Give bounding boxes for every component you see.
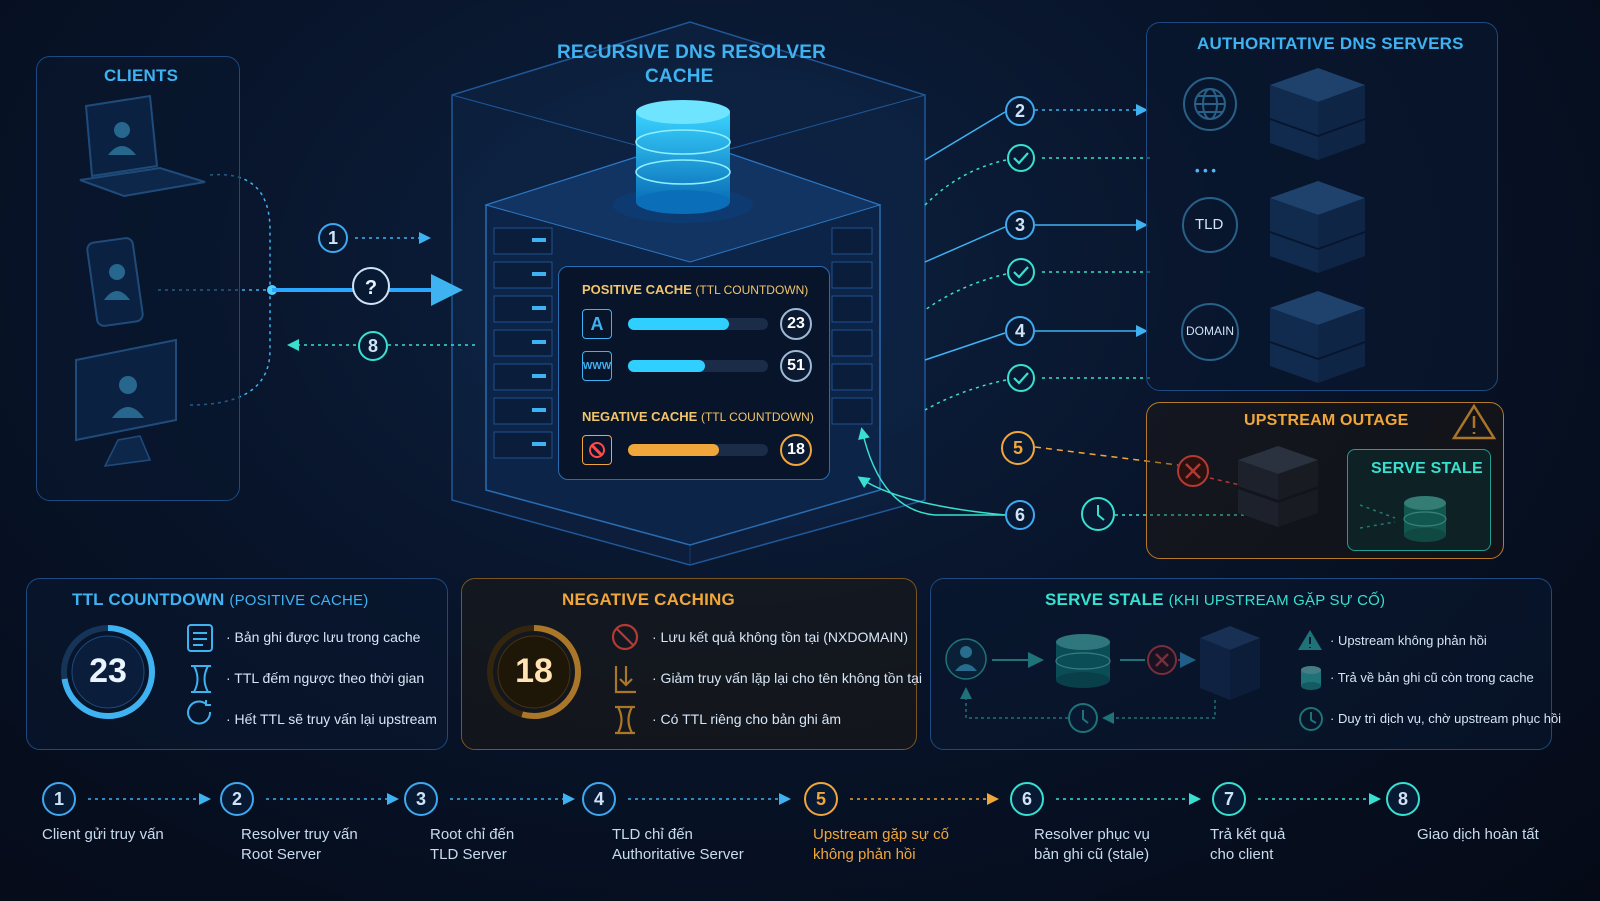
negative-caching-title: NEGATIVE CACHING — [562, 590, 735, 609]
flow-step-6: 6 — [1005, 500, 1035, 530]
timeline-label-1: Client gửi truy vấn — [42, 826, 164, 843]
clients-panel — [36, 56, 240, 501]
ttl-item-1: · Bản ghi được lưu trong cache — [226, 629, 421, 645]
flow-step-3: 3 — [1005, 210, 1035, 240]
negative-caching-panel — [461, 578, 917, 750]
timeline-label-8: Giao dịch hoàn tất — [1417, 826, 1539, 843]
clients-title: CLIENTS — [104, 66, 179, 85]
ttl-bar-www-fill — [628, 360, 705, 372]
negative-cache-title: NEGATIVE CACHE (TTL COUNTDOWN) — [582, 409, 814, 424]
svg-text:?: ? — [365, 277, 377, 299]
resolver-title-line2: CACHE — [645, 66, 714, 87]
timeline-step-7: 7 — [1212, 782, 1246, 816]
ttl-bar-www — [628, 360, 768, 372]
ellipsis: • • • — [1195, 163, 1216, 178]
authoritative-title: AUTHORITATIVE DNS SERVERS — [1197, 34, 1464, 53]
stale-item-3: · Duy trì dịch vụ, chờ upstream phục hồi — [1330, 711, 1562, 726]
www-record-icon: WWW — [582, 351, 612, 381]
a-record-icon: A — [582, 309, 612, 339]
ttl-countdown-value: 23 — [89, 652, 127, 690]
ttl-bar-a-fill — [628, 318, 729, 330]
ttl-bar-a — [628, 318, 768, 330]
neg-item-2: · Giảm truy vấn lặp lại cho tên không tồ… — [652, 670, 923, 686]
flow-step-1: 1 — [318, 223, 348, 253]
timeline-step-6: 6 — [1010, 782, 1044, 816]
timeline-step-8: 8 — [1386, 782, 1420, 816]
timeline-step-3: 3 — [404, 782, 438, 816]
timeline-step-2: 2 — [220, 782, 254, 816]
flow-step-4: 4 — [1005, 316, 1035, 346]
flow-step-8: 8 — [358, 331, 388, 361]
warning-icon — [1451, 403, 1497, 440]
timeline-step-5: 5 — [804, 782, 838, 816]
domain-label: DOMAIN — [1186, 324, 1234, 338]
resolver-title: RECURSIVE DNS RESOLVER — [557, 42, 827, 63]
flow-step-2: 2 — [1005, 96, 1035, 126]
tld-label: TLD — [1195, 216, 1224, 233]
stale-item-1: · Upstream không phản hồi — [1330, 633, 1487, 648]
positive-cache-title: POSITIVE CACHE (TTL COUNTDOWN) — [582, 282, 809, 297]
authoritative-panel — [1146, 22, 1498, 391]
ttl-value-www: 51 — [780, 350, 812, 382]
serve-stale-box — [1347, 449, 1491, 551]
neg-item-1: · Lưu kết quả không tồn tại (NXDOMAIN) — [652, 629, 909, 645]
neg-item-3: · Có TTL riêng cho bản ghi âm — [652, 711, 842, 727]
ttl-panel-title: TTL COUNTDOWN (POSITIVE CACHE) — [72, 590, 369, 609]
timeline-step-1: 1 — [42, 782, 76, 816]
flow-step-5: 5 — [1001, 431, 1035, 465]
negative-ttl-value: 18 — [515, 652, 553, 690]
upstream-outage-panel — [1146, 402, 1504, 559]
ttl-bar-negative — [628, 444, 768, 456]
failed-server-icon — [1238, 446, 1318, 527]
ttl-value-negative: 18 — [780, 434, 812, 466]
ttl-value-a: 23 — [780, 308, 812, 340]
ttl-bar-negative-fill — [628, 444, 719, 456]
blocked-icon — [582, 435, 612, 465]
timeline-step-4: 4 — [582, 782, 616, 816]
stale-db-icon — [1403, 496, 1447, 542]
serve-stale-panel — [930, 578, 1552, 750]
ttl-item-3: · Hết TTL sẽ truy vấn lại upstream — [226, 711, 437, 727]
stale-item-2: · Trả về bản ghi cũ còn trong cache — [1330, 670, 1534, 685]
serve-stale-title: SERVE STALE — [1371, 460, 1483, 477]
serve-stale-panel-title: SERVE STALE (KHI UPSTREAM GẶP SỰ CỐ) — [1045, 590, 1386, 609]
outage-title: UPSTREAM OUTAGE — [1244, 412, 1409, 429]
ttl-item-2: · TTL đếm ngược theo thời gian — [226, 670, 425, 686]
clock-icon — [1081, 497, 1115, 531]
